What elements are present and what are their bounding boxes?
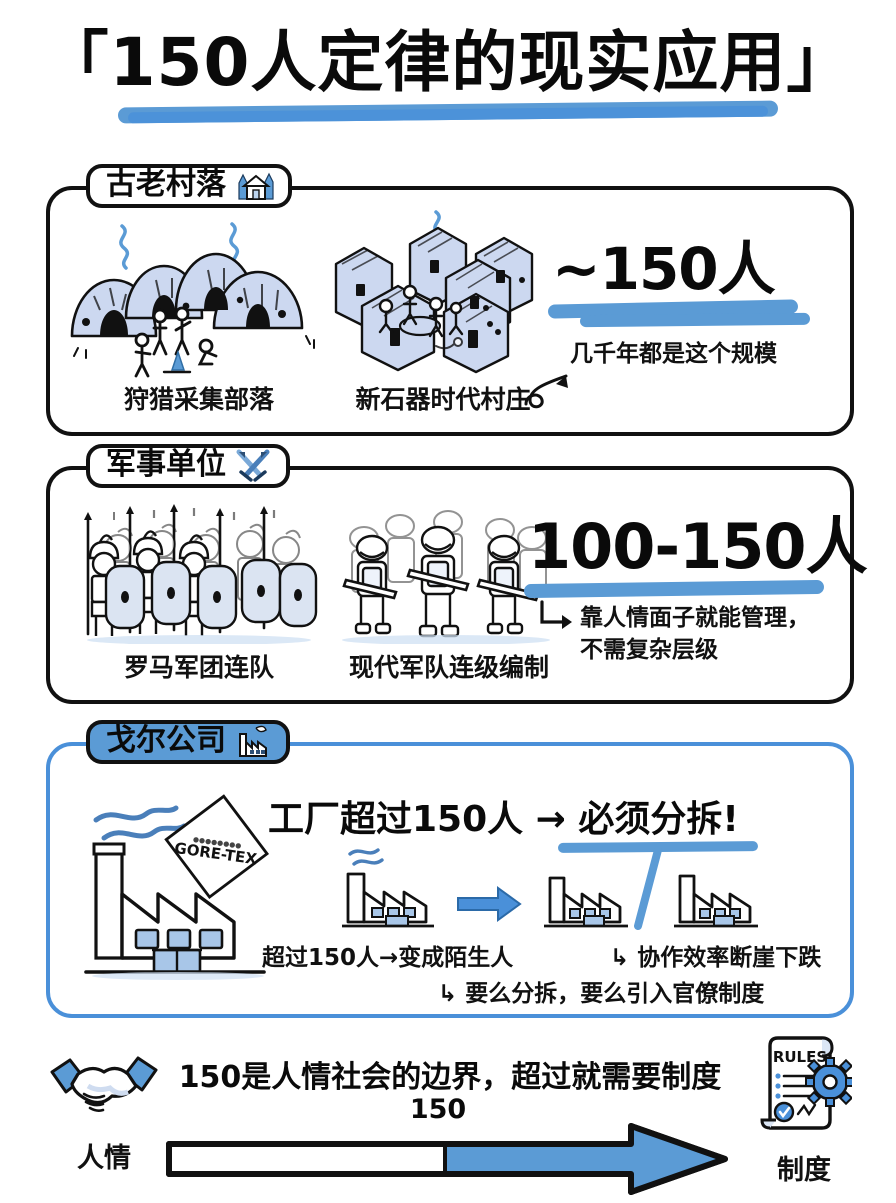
factory-icon	[234, 724, 272, 758]
badge-label: 军事单位	[106, 447, 226, 482]
bar-marker-150: 150	[409, 1094, 467, 1125]
sub-text-efficiency-drop: ↳ 协作效率断崖下跌	[610, 945, 822, 971]
gore-factory-illustration: ●●●●●●●● GORE-TEX	[68, 790, 318, 985]
page-title-area: 「150人定律的现实应用」	[0, 24, 896, 101]
hut-village-icon	[64, 218, 334, 383]
renqing-to-system-arrow-bar	[165, 1120, 745, 1203]
figure-underline-military	[523, 579, 825, 599]
section-military-units: 军事单位	[46, 444, 868, 704]
page-title: 「150人定律的现实应用」	[42, 24, 854, 101]
sub-text-split-or-bureaucracy: ↳ 要么分拆，要么引入官僚制度	[438, 981, 765, 1007]
label-renqing: 人情	[77, 1143, 131, 1174]
rules-document-gear-icon: RULES	[756, 1032, 855, 1143]
handshake-icon	[48, 1044, 160, 1133]
title-underline-stroke	[117, 100, 779, 124]
factory-split-diagram	[340, 844, 820, 939]
badge-label: 古老村落	[106, 167, 226, 202]
neolithic-village-icon	[318, 208, 568, 385]
caption-roman-legion: 罗马军团连队	[123, 653, 274, 682]
note-military-line1: 靠人情面子就能管理，	[580, 605, 810, 631]
modern-soldiers-icon	[334, 504, 564, 649]
section-ancient-villages: 古老村落	[46, 164, 854, 436]
section-badge-gore-company: 戈尔公司	[86, 720, 290, 764]
caption-modern-company: 现代军队连级编制	[348, 653, 549, 682]
curly-arrow-icon	[520, 370, 584, 419]
section-badge-ancient-villages: 古老村落	[86, 164, 292, 208]
section-gore-company: 戈尔公司	[46, 720, 854, 1018]
roman-legion-icon	[74, 504, 324, 649]
figure-military-units: 100-150人	[528, 510, 868, 583]
sub-text-strangers: 超过150人→变成陌生人	[262, 945, 514, 971]
figure-underline-ancient-2	[579, 312, 811, 328]
caption-neolithic-village: 新石器时代村庄	[355, 385, 531, 414]
badge-label: 戈尔公司	[106, 723, 226, 758]
note-ancient-villages: 几千年都是这个规模	[570, 341, 777, 367]
figure-ancient-villages: ~150人	[552, 235, 776, 303]
rules-text: RULES	[773, 1048, 827, 1066]
section-badge-military-units: 军事单位	[86, 444, 290, 488]
note-military-line2: 不需复杂层级	[580, 637, 718, 663]
label-zhidu: 制度	[777, 1155, 831, 1186]
headline-gore: 工厂超过150人 → 必须分拆!	[268, 799, 739, 840]
elbow-arrow-icon	[534, 598, 578, 641]
house-trees-icon	[234, 169, 274, 201]
bottom-summary-strip: 人情 150是人情社会的边界，超过就需要制度 150 R	[0, 1026, 896, 1200]
bottom-statement: 150是人情社会的边界，超过就需要制度	[178, 1060, 722, 1095]
crossed-swords-icon	[234, 448, 272, 482]
caption-hunter-gatherer: 狩猎采集部落	[123, 385, 274, 414]
